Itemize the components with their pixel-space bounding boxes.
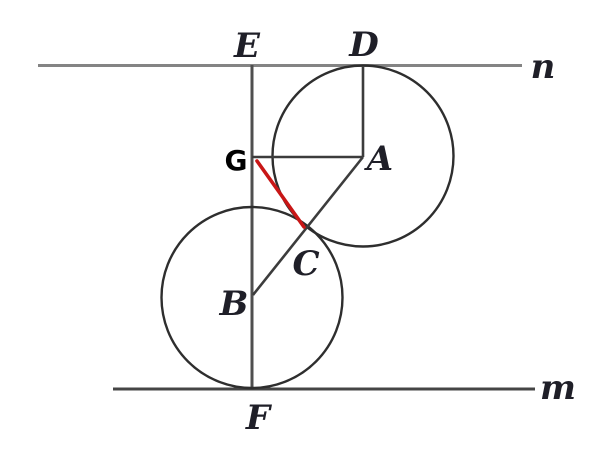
circle-B	[160, 205, 344, 390]
segment-GC-red	[255, 159, 306, 229]
label-A: A	[364, 139, 393, 179]
label-line-n: n	[531, 47, 556, 87]
label-C: C	[292, 244, 319, 284]
label-B: B	[219, 284, 249, 324]
segment-AB	[251, 156, 365, 296]
label-G: G	[225, 144, 248, 177]
label-D: D	[348, 25, 379, 65]
label-E: E	[233, 26, 261, 66]
label-F: F	[245, 398, 273, 438]
label-line-m: m	[540, 368, 576, 408]
